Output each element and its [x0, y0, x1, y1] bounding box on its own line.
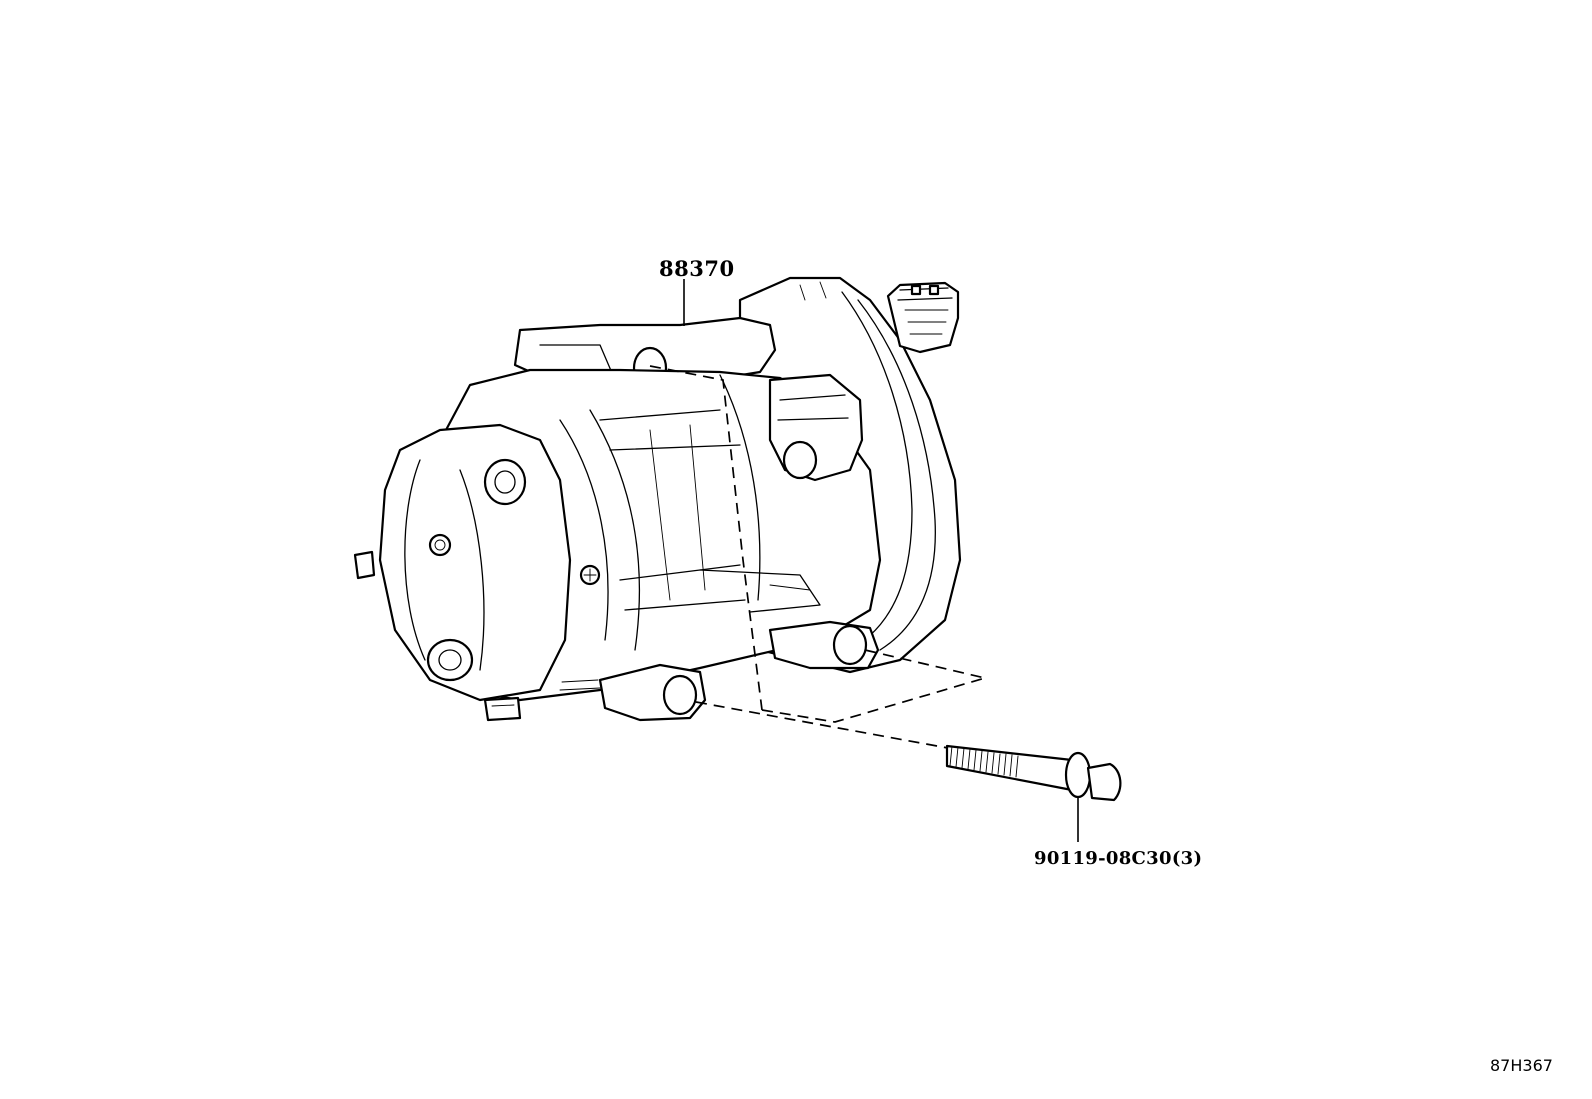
- part-label-bolt[interactable]: 90119-08C30(3): [1034, 848, 1203, 869]
- diagram-code: 87H367: [1490, 1056, 1553, 1075]
- front-head: [353, 423, 601, 722]
- bolt-centerlines: [649, 365, 989, 749]
- lower-mounting-ears: [559, 620, 880, 722]
- leader-lines: [683, 279, 1079, 842]
- part-label-compressor[interactable]: 88370: [659, 256, 735, 281]
- electrical-connector: [886, 281, 960, 354]
- mounting-bolt[interactable]: [945, 744, 1122, 802]
- compressor-assembly[interactable]: [353, 276, 962, 722]
